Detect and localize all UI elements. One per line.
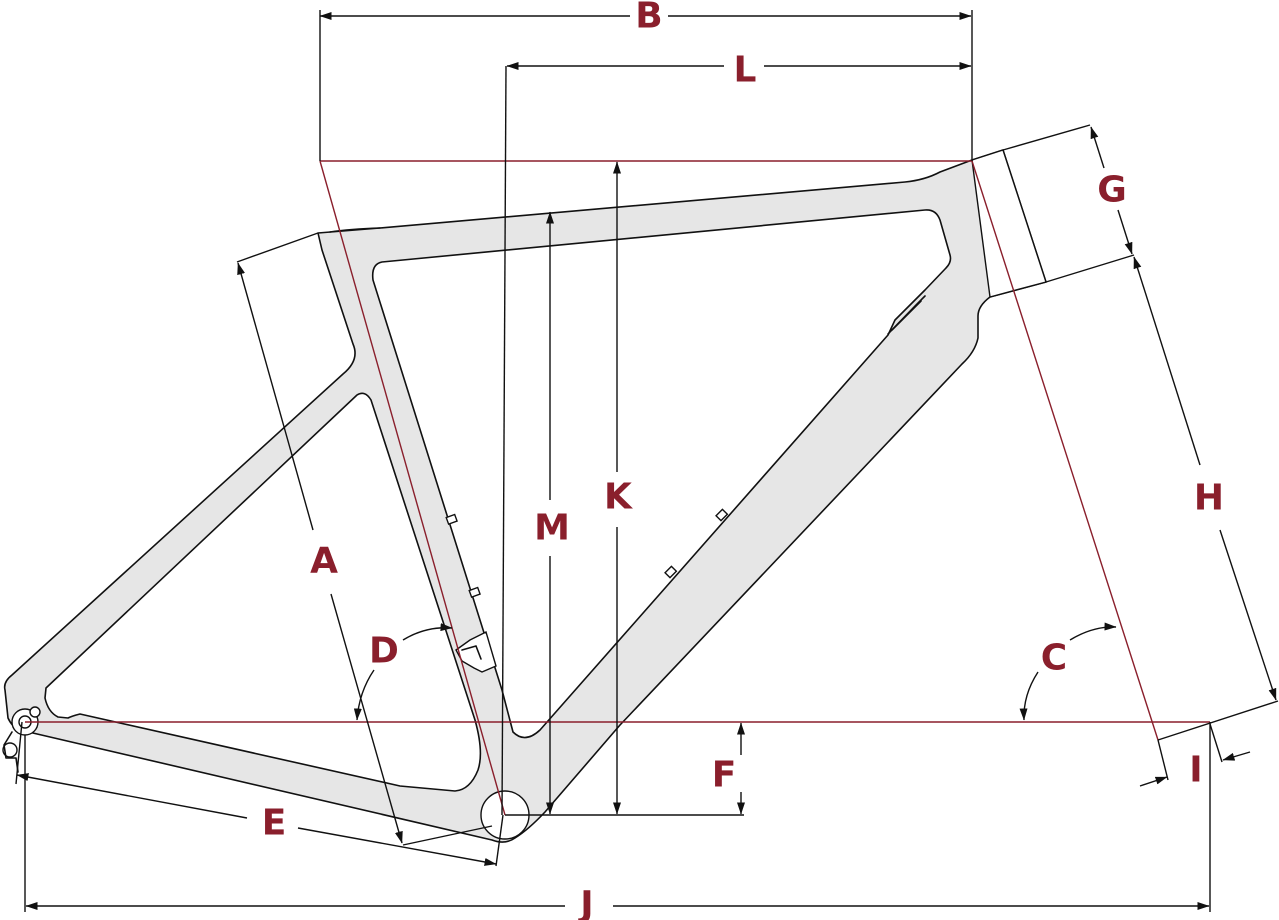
derailleur-hanger-bolt	[29, 706, 41, 718]
dim-e-ext-right	[495, 814, 504, 867]
dim-a-arrow-up	[237, 262, 314, 531]
dim-d-arc-lower	[353, 669, 375, 721]
label-g: G	[1097, 170, 1127, 211]
dim-a-arrow-down	[330, 593, 403, 844]
dimension-labels: B L G H K M A D C F I E J	[262, 0, 1224, 920]
label-k: K	[604, 477, 633, 518]
label-h: H	[1194, 478, 1224, 519]
label-l: L	[734, 50, 757, 91]
front-derailleur-mount	[455, 630, 497, 673]
dim-i-arrow-right	[1222, 751, 1251, 761]
main-triangle-cutout	[371, 209, 952, 739]
label-e: E	[262, 803, 287, 844]
dim-g-ext-top	[1002, 124, 1091, 151]
dim-g-arrow-up	[1090, 126, 1105, 169]
label-c: C	[1041, 638, 1067, 679]
front-derailleur-slot	[461, 645, 482, 660]
dim-a-ext-top	[236, 232, 319, 263]
down-tube-boss-upper	[715, 508, 729, 522]
dim-e-arrow-left	[16, 773, 248, 819]
dim-g-ext-bottom	[1045, 254, 1135, 283]
cable-port	[887, 295, 926, 335]
derailleur-hanger-eye	[2, 742, 18, 758]
dim-i-ext-left	[1157, 739, 1169, 781]
top-tube-detail	[329, 227, 381, 233]
dim-d-arc-upper	[402, 623, 453, 641]
head-tube-axis	[971, 160, 1159, 741]
rear-triangle-cutout	[44, 392, 482, 792]
dim-c-arc-upper	[1069, 622, 1117, 641]
bike-frame	[2, 149, 1047, 843]
label-j: J	[577, 885, 593, 920]
down-tube-boss-lower	[664, 565, 678, 579]
label-b: B	[635, 0, 662, 37]
dim-h-ext-bottom	[1157, 700, 1279, 741]
seat-tube-boss-lower	[468, 586, 481, 599]
dim-l-ext	[501, 65, 507, 816]
seat-tube-boss-upper	[445, 513, 458, 526]
label-m: M	[534, 508, 570, 549]
dim-h-arrow-up	[1133, 256, 1201, 466]
dim-e-arrow-right	[297, 827, 497, 866]
label-a: A	[310, 541, 338, 582]
dim-h-arrow-down	[1219, 529, 1277, 701]
dim-g-arrow-down	[1117, 209, 1133, 255]
dim-i-ext-right	[1209, 723, 1223, 763]
dimension-lines	[15, 10, 1279, 912]
label-f: F	[712, 755, 737, 796]
dim-i-arrow-left	[1139, 776, 1168, 787]
derailleur-hanger	[3, 731, 19, 773]
dim-c-arc-lower	[1019, 671, 1039, 721]
label-d: D	[369, 631, 399, 672]
seat-tube-axis	[319, 160, 506, 816]
dim-a-ext-bottom	[402, 825, 493, 846]
reference-lines	[25, 160, 1210, 816]
label-i: I	[1189, 750, 1202, 791]
